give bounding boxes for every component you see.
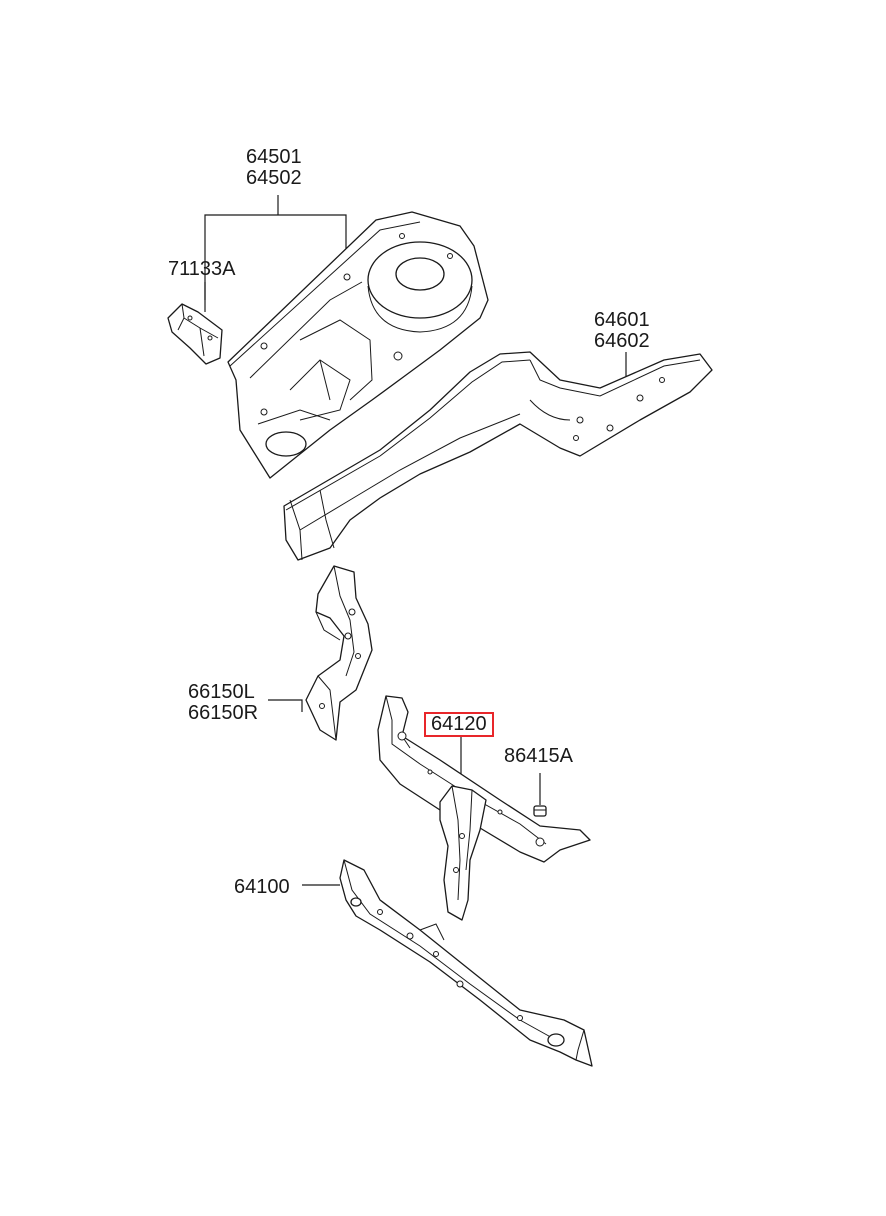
part-64601-rail [283, 351, 713, 561]
label-64502: 64502 [246, 167, 302, 189]
leader-64501-bracket [204, 214, 347, 300]
label-86415A: 86415A [504, 745, 573, 767]
label-64120-highlighted[interactable]: 64120 [424, 712, 494, 737]
part-64100-lower-member [339, 859, 593, 1067]
leader-lines [204, 195, 627, 886]
part-86415A-clip [533, 805, 547, 817]
label-64100: 64100 [234, 876, 290, 898]
part-66150-bracket [305, 565, 373, 741]
label-64501: 64501 [246, 146, 302, 168]
label-71133A: 71133A [168, 258, 236, 280]
part-64501-front-side-member [227, 211, 489, 479]
part-64120-radiator-support [377, 695, 591, 921]
part-71133A-bracket [167, 303, 223, 365]
label-64601: 64601 [594, 309, 650, 331]
label-66150L: 66150L [188, 681, 255, 703]
label-64602: 64602 [594, 330, 650, 352]
leader-66150 [268, 699, 303, 712]
label-66150R: 66150R [188, 702, 259, 724]
